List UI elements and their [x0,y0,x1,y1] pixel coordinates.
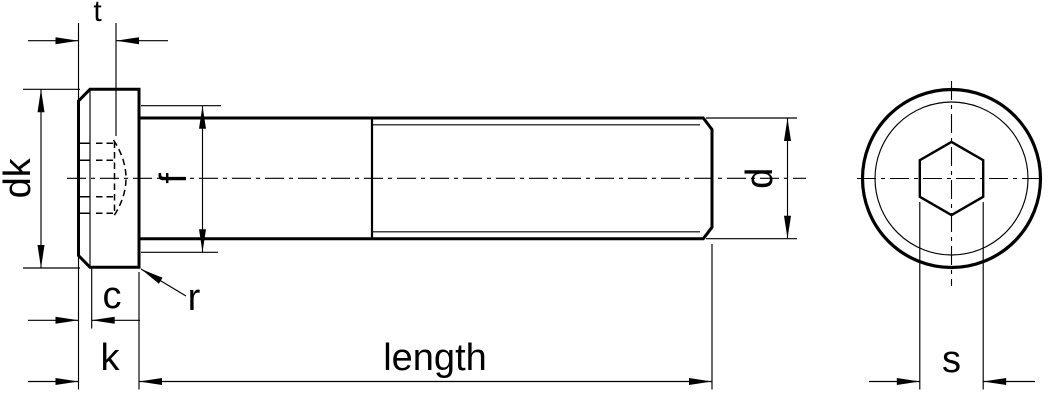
end-view: s [857,81,1046,390]
arrowhead [55,37,79,45]
arrowhead [896,378,920,385]
arrowhead [37,89,45,113]
dim-label-d: d [739,168,781,189]
dim-label-f: f [153,173,195,184]
arrowhead [199,229,206,253]
dimension-c: c [28,268,140,329]
dimension-t: t [28,0,168,136]
side-view: t dk f c r [0,0,806,390]
dimension-dk: dk [0,88,80,269]
socket-face-edge-lines [78,142,90,215]
extension-line [919,202,984,390]
arrowhead [37,245,45,268]
dim-label-length: length [383,337,487,379]
arrowhead [55,378,79,385]
dim-label-r: r [188,277,201,319]
extension-line [706,117,797,240]
thread-minor-diameter-lines [372,124,700,233]
arrowhead [784,118,791,141]
dimension-s: s [869,202,1035,390]
arrowhead [784,215,791,239]
dim-label-s: s [942,339,961,381]
dim-label-k: k [101,337,121,379]
arrowhead [983,378,1007,385]
arrowhead [199,105,206,129]
arrowhead [689,378,712,385]
dimension-r: r [140,268,201,319]
dim-label-dk: dk [0,157,39,198]
dimension-d: d [706,117,797,240]
dimension-k-length: k length [28,244,713,390]
dimension-f: f [141,105,221,253]
extension-line [141,105,221,253]
arrowhead [91,316,115,324]
arrowhead [116,37,139,45]
dim-label-t: t [93,0,102,28]
extension-line [23,88,80,269]
arrowhead [139,378,162,385]
dim-label-c: c [103,275,122,317]
arrowhead [55,316,79,324]
arrowhead [141,269,163,284]
